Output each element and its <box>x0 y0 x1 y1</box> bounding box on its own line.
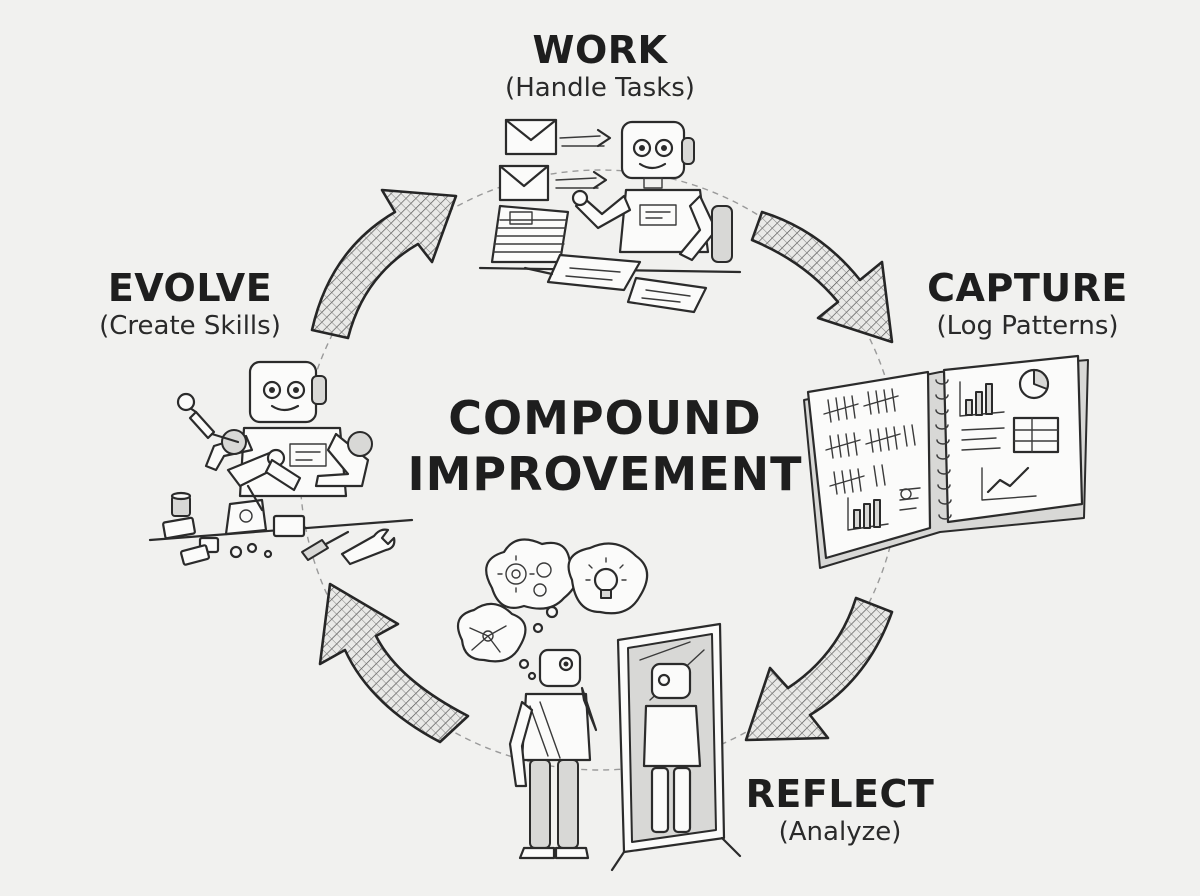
bar-chart-icon <box>959 381 1005 417</box>
center-title-line2: IMPROVEMENT <box>407 447 803 501</box>
bar-chart-icon <box>847 497 889 531</box>
stage-subtitle-evolve: (Create Skills) <box>99 311 281 341</box>
stage-subtitle-capture: (Log Patterns) <box>936 311 1119 341</box>
stage-subtitle-reflect: (Analyze) <box>778 817 902 847</box>
arrow-evolve-to-work <box>310 188 458 340</box>
envelope-icon <box>498 164 550 202</box>
stage-subtitle-work: (Handle Tasks) <box>505 73 695 103</box>
mechanical-arm <box>224 448 302 536</box>
spare-parts <box>162 491 306 566</box>
capture-illustration <box>803 354 1089 569</box>
thought-bubble-network <box>456 602 527 663</box>
stage-label-reflect: REFLECT (Analyze) <box>730 772 950 848</box>
stage-title-reflect: REFLECT <box>745 772 935 816</box>
stage-label-work: WORK (Handle Tasks) <box>470 28 730 104</box>
robot-evolve <box>176 360 373 498</box>
robot-work <box>571 120 733 263</box>
table-icon <box>1012 416 1060 454</box>
line-chart-icon <box>981 466 1037 501</box>
tally-marks <box>823 388 916 495</box>
stage-label-evolve: EVOLVE (Create Skills) <box>70 266 310 342</box>
arrow-work-to-capture <box>750 210 894 344</box>
wrench-icon <box>340 528 396 566</box>
arrow-reflect-to-evolve <box>318 582 470 744</box>
screwdriver-icon <box>301 530 350 561</box>
stage-label-capture: CAPTURE (Log Patterns) <box>905 266 1150 342</box>
envelope-icon <box>504 118 558 156</box>
stage-title-capture: CAPTURE <box>927 266 1128 310</box>
lightbulb-icon <box>567 542 649 615</box>
center-title: COMPOUND IMPROVEMENT <box>380 390 830 502</box>
robot-reflect <box>508 648 598 860</box>
stage-title-work: WORK <box>532 28 668 72</box>
work-illustration <box>478 118 742 314</box>
stage-title-evolve: EVOLVE <box>107 266 273 310</box>
paper-stack <box>490 204 570 264</box>
center-title-line1: COMPOUND <box>448 391 762 445</box>
evolve-illustration <box>148 360 414 566</box>
arrow-capture-to-reflect <box>744 596 894 742</box>
pie-chart-icon <box>1018 368 1050 400</box>
spiral-binding <box>935 379 952 520</box>
mirror <box>610 622 742 872</box>
reflect-illustration <box>456 538 742 872</box>
thought-bubble-gears <box>485 538 578 610</box>
robot-reflection <box>642 662 702 834</box>
